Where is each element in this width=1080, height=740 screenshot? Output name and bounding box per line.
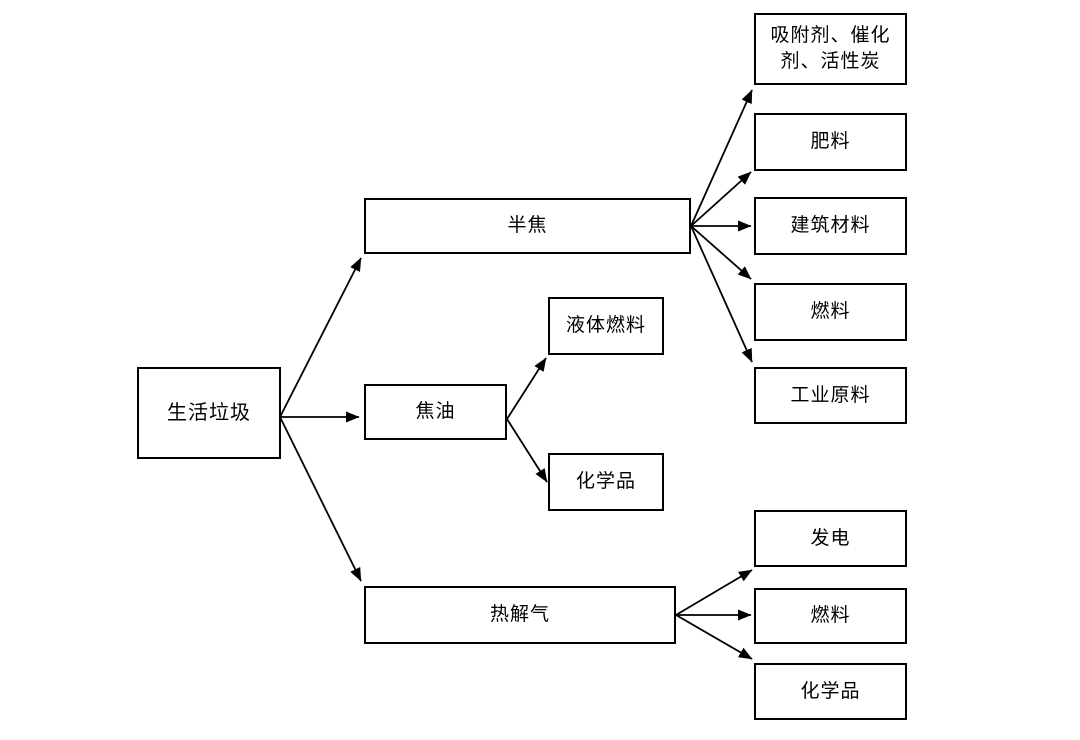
node-pyrolysis-gas: 热解气 [364, 586, 676, 644]
node-fertilizer: 肥料 [754, 113, 907, 171]
node-building-materials: 建筑材料 [754, 197, 907, 255]
node-power-generation: 发电 [754, 510, 907, 567]
arrow-semicoke-to-adsorbent [690, 89, 753, 227]
arrow-gas-to-chemicals [675, 614, 753, 660]
node-gas-fuel: 燃料 [754, 588, 907, 644]
arrow-tar-to-liquid-fuel [506, 357, 547, 420]
node-tar: 焦油 [364, 384, 507, 440]
arrow-semicoke-to-fertilizer [690, 171, 752, 227]
node-industrial-raw-materials: 工业原料 [754, 367, 907, 424]
node-tar-chemicals: 化学品 [548, 453, 664, 511]
node-semicoke: 半焦 [364, 198, 691, 254]
arrow-root-to-semicoke [279, 257, 362, 418]
node-semicoke-fuel: 燃料 [754, 283, 907, 341]
node-adsorbent-catalyst-activated-carbon: 吸附剂、催化剂、活性炭 [754, 13, 907, 85]
arrow-semicoke-to-fuel [690, 225, 752, 280]
arrow-tar-to-chemicals [506, 418, 548, 483]
node-liquid-fuel: 液体燃料 [548, 297, 664, 355]
arrow-gas-to-power [675, 569, 753, 616]
arrow-root-to-pyrolysis-gas [279, 416, 362, 582]
arrow-semicoke-to-industrial [690, 225, 753, 363]
node-gas-chemicals: 化学品 [754, 663, 907, 720]
node-household-waste: 生活垃圾 [137, 367, 281, 459]
